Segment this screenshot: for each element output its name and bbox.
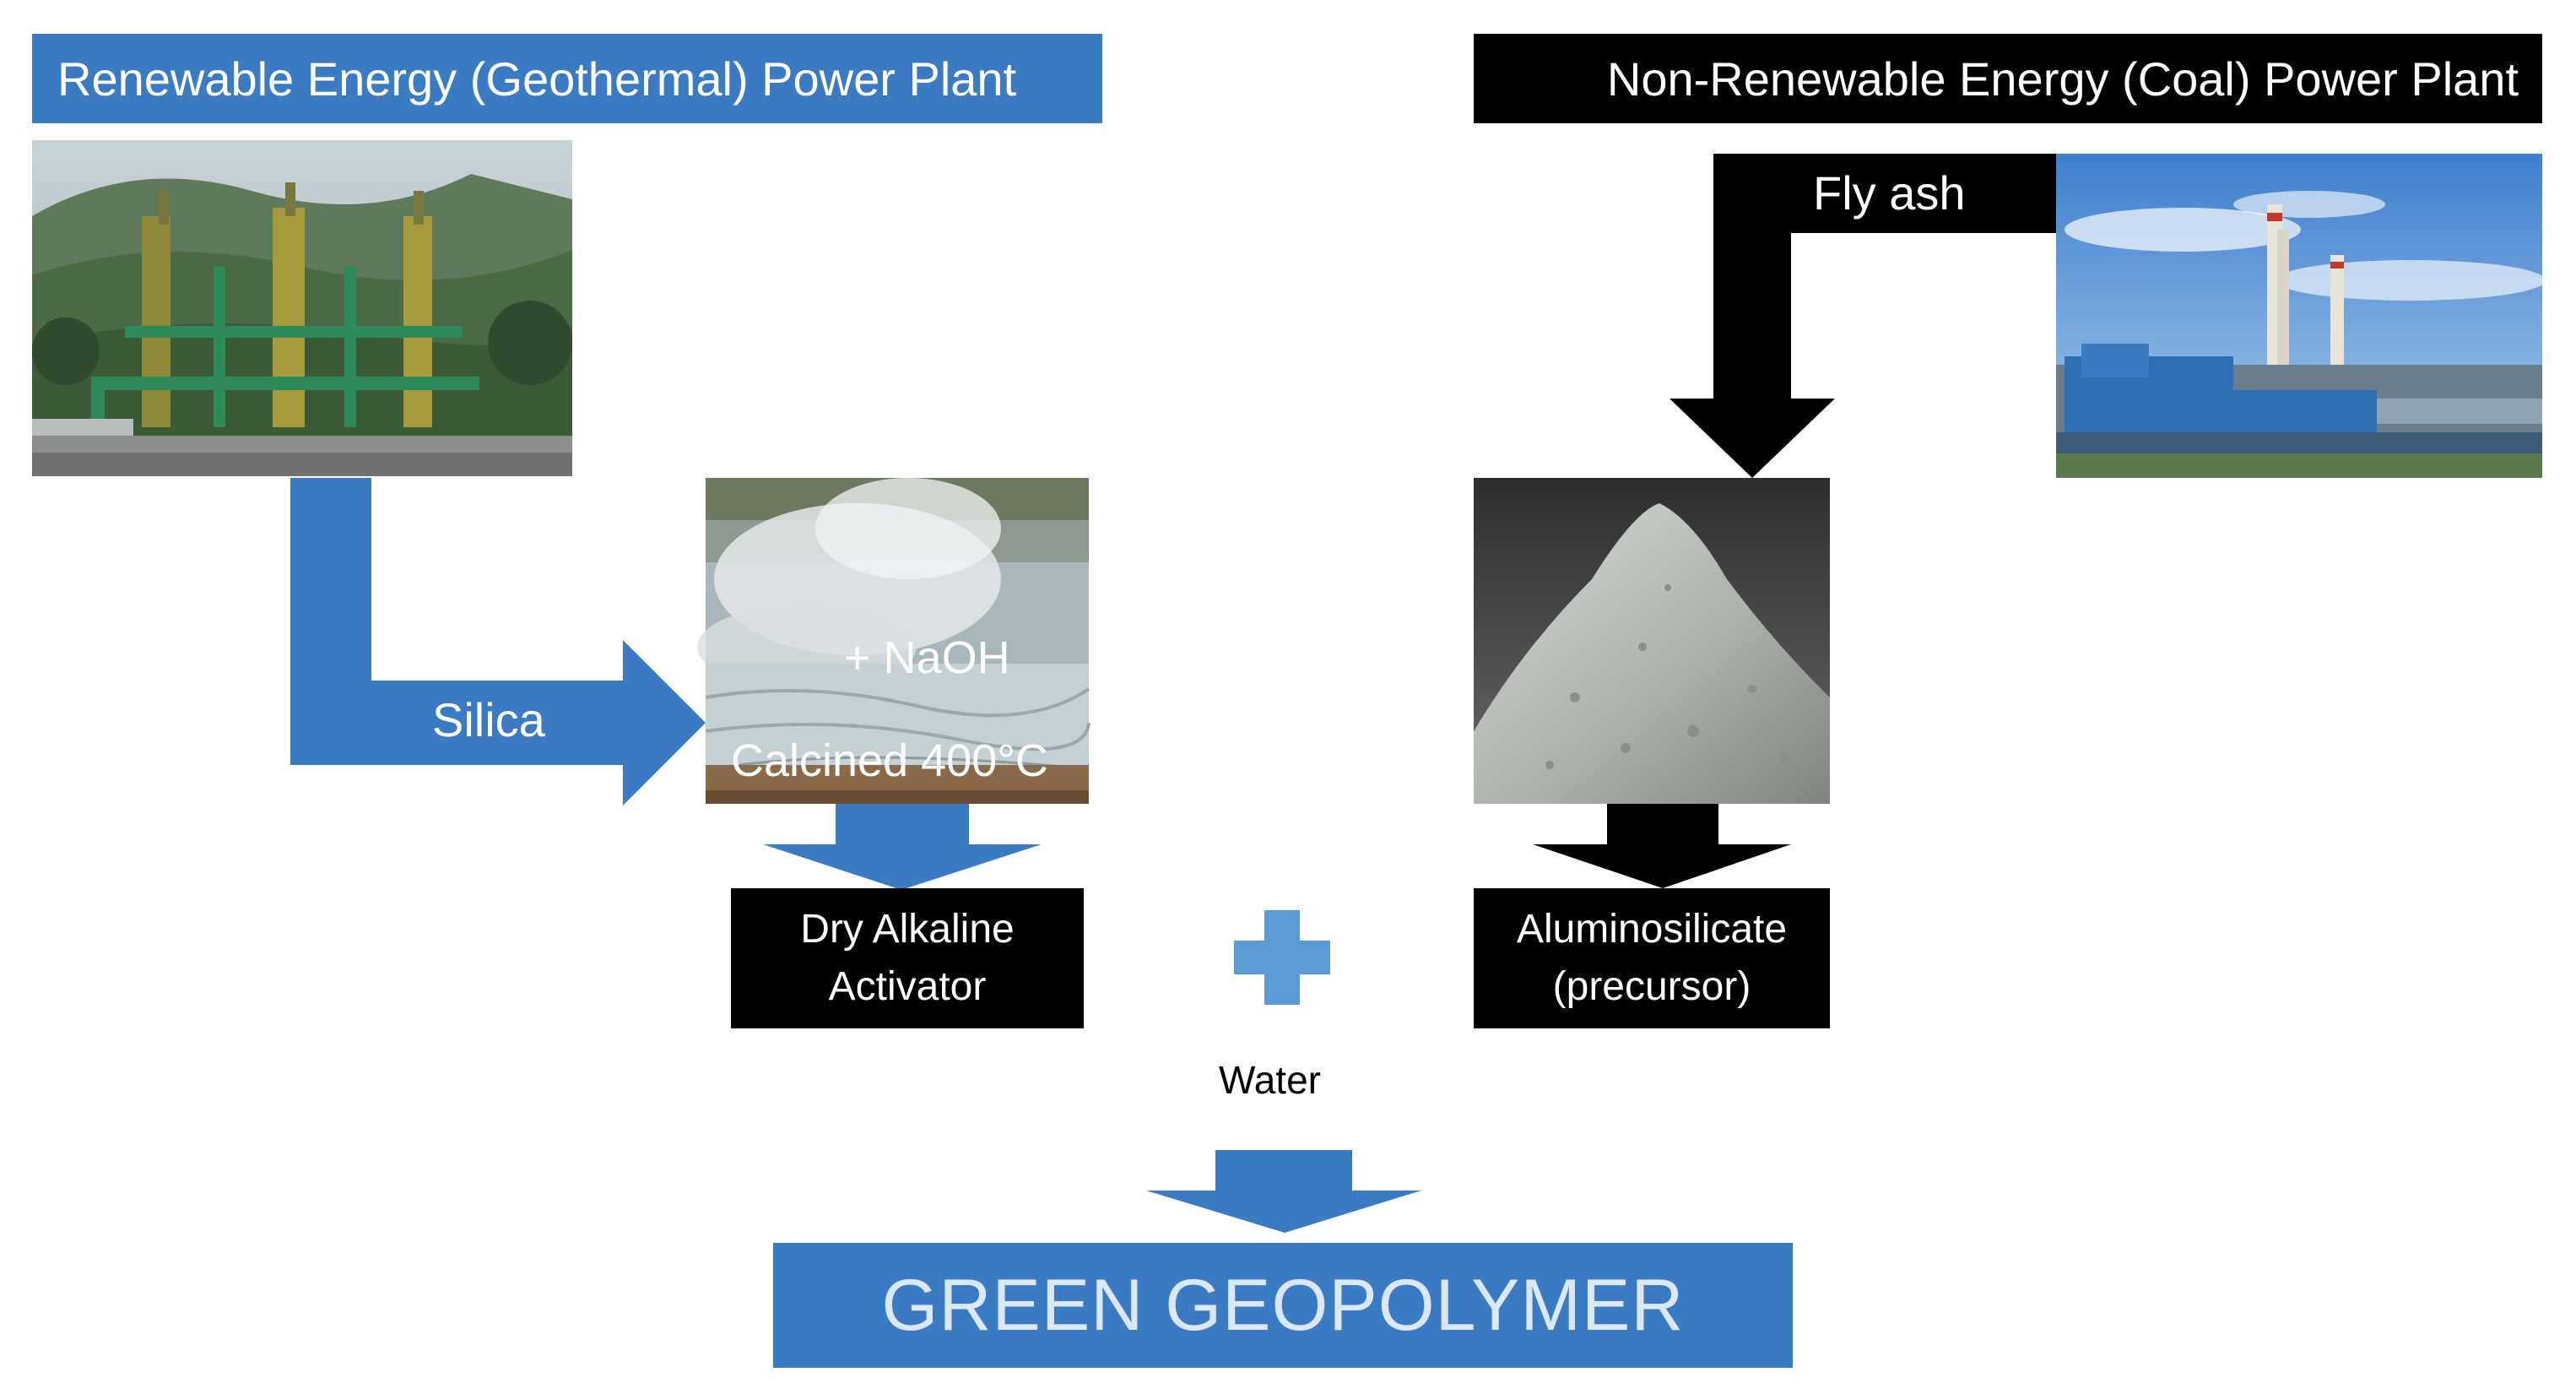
non-renewable-title: Non-Renewable Energy (Coal) Power Plant [1606, 52, 2519, 106]
green-geopolymer-label: GREEN GEOPOLYMER [881, 1265, 1685, 1346]
precursor-down-arrow [1533, 804, 1791, 888]
silica-label: Silica [432, 693, 545, 746]
renewable-title: Renewable Energy (Geothermal) Power Plan… [57, 52, 1017, 106]
steaming-hot-spring-photo [697, 478, 1090, 804]
reagent-label: + NaOH [844, 632, 1010, 683]
fly-ash-powder-photo [1474, 478, 1830, 804]
plus-icon [1234, 910, 1330, 1005]
renewable-title-banner: Renewable Energy (Geothermal) Power Plan… [32, 34, 1102, 123]
aluminosilicate-precursor-box: Aluminosilicate (precursor) [1474, 888, 1830, 1028]
dry-alkaline-activator-label: Dry Alkaline Activator [800, 907, 1015, 1009]
aluminosilicate-precursor-label: Aluminosilicate (precursor) [1516, 907, 1788, 1009]
silica-arrow [290, 478, 706, 805]
green-geopolymer-box: GREEN GEOPOLYMER [773, 1243, 1793, 1368]
non-renewable-title-banner: Non-Renewable Energy (Coal) Power Plant [1474, 34, 2542, 123]
fly-ash-label: Fly ash [1813, 166, 1966, 220]
fly-ash-arrow [1670, 154, 2056, 478]
dry-alkaline-activator-box: Dry Alkaline Activator [731, 888, 1084, 1028]
water-label: Water [1219, 1058, 1321, 1102]
coal-power-plant-photo [2056, 154, 2546, 478]
process-label: Calcined 400°C [731, 735, 1048, 786]
geothermal-power-plant-photo [32, 140, 572, 476]
product-down-arrow [1146, 1150, 1421, 1233]
activator-down-arrow [763, 804, 1042, 890]
